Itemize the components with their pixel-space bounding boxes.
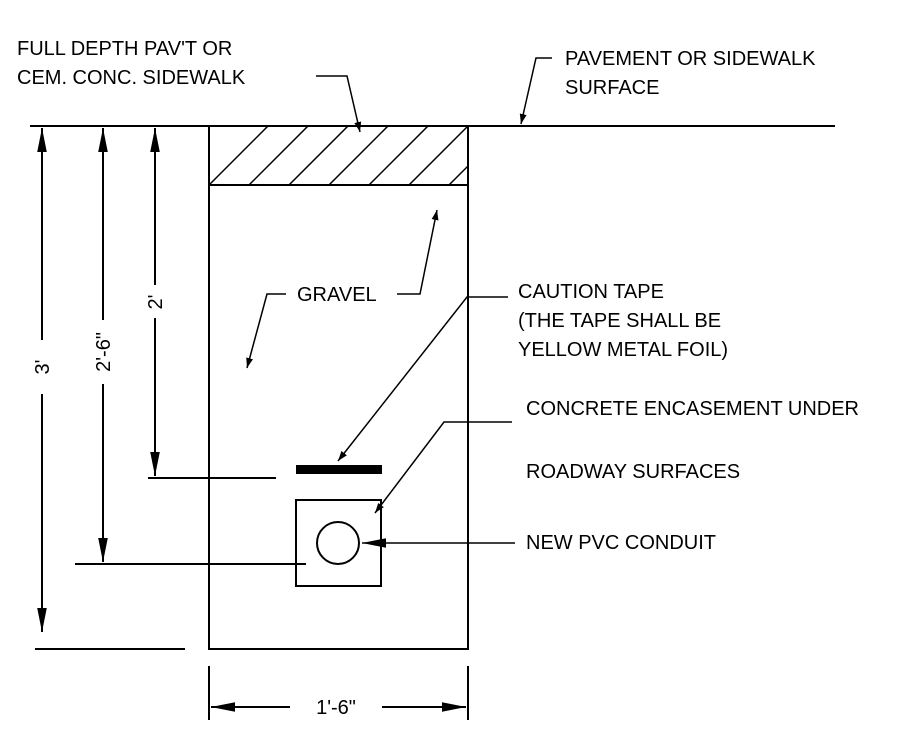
leader-full-depth (316, 75, 362, 133)
label-caution-line2: (THE TAPE SHALL BE (518, 310, 721, 332)
label-concrete-line2: ROADWAY SURFACES (526, 461, 740, 483)
leader-pavement (519, 57, 552, 125)
label-conduit: NEW PVC CONDUIT (526, 532, 716, 554)
dim-depth-tape-label: 2' (145, 295, 167, 310)
pavement-hatch (209, 126, 468, 185)
leader-gravel-left (246, 293, 286, 369)
dim-width-label: 1'-6" (316, 697, 356, 719)
label-full-depth-line2: CEM. CONC. SIDEWALK (17, 67, 246, 89)
label-full-depth-line1: FULL DEPTH PAV'T OR (17, 38, 232, 60)
leader-concrete-encasement (374, 421, 512, 514)
dim-depth-total-label: 3' (32, 360, 54, 375)
pvc-conduit (316, 521, 360, 565)
label-gravel: GRAVEL (297, 284, 377, 306)
label-pavement-line1: PAVEMENT OR SIDEWALK (565, 48, 816, 70)
dim-depth-conduit-label: 2'-6" (93, 332, 115, 372)
label-concrete-line1: CONCRETE ENCASEMENT UNDER (526, 398, 859, 420)
trench-outline (208, 125, 469, 650)
label-caution-line3: YELLOW METAL FOIL) (518, 339, 728, 361)
label-caution-line1: CAUTION TAPE (518, 281, 664, 303)
leader-caution-tape (337, 296, 508, 462)
caution-tape (296, 465, 382, 474)
leader-gravel-right (397, 209, 439, 295)
label-pavement-line2: SURFACE (565, 77, 659, 99)
